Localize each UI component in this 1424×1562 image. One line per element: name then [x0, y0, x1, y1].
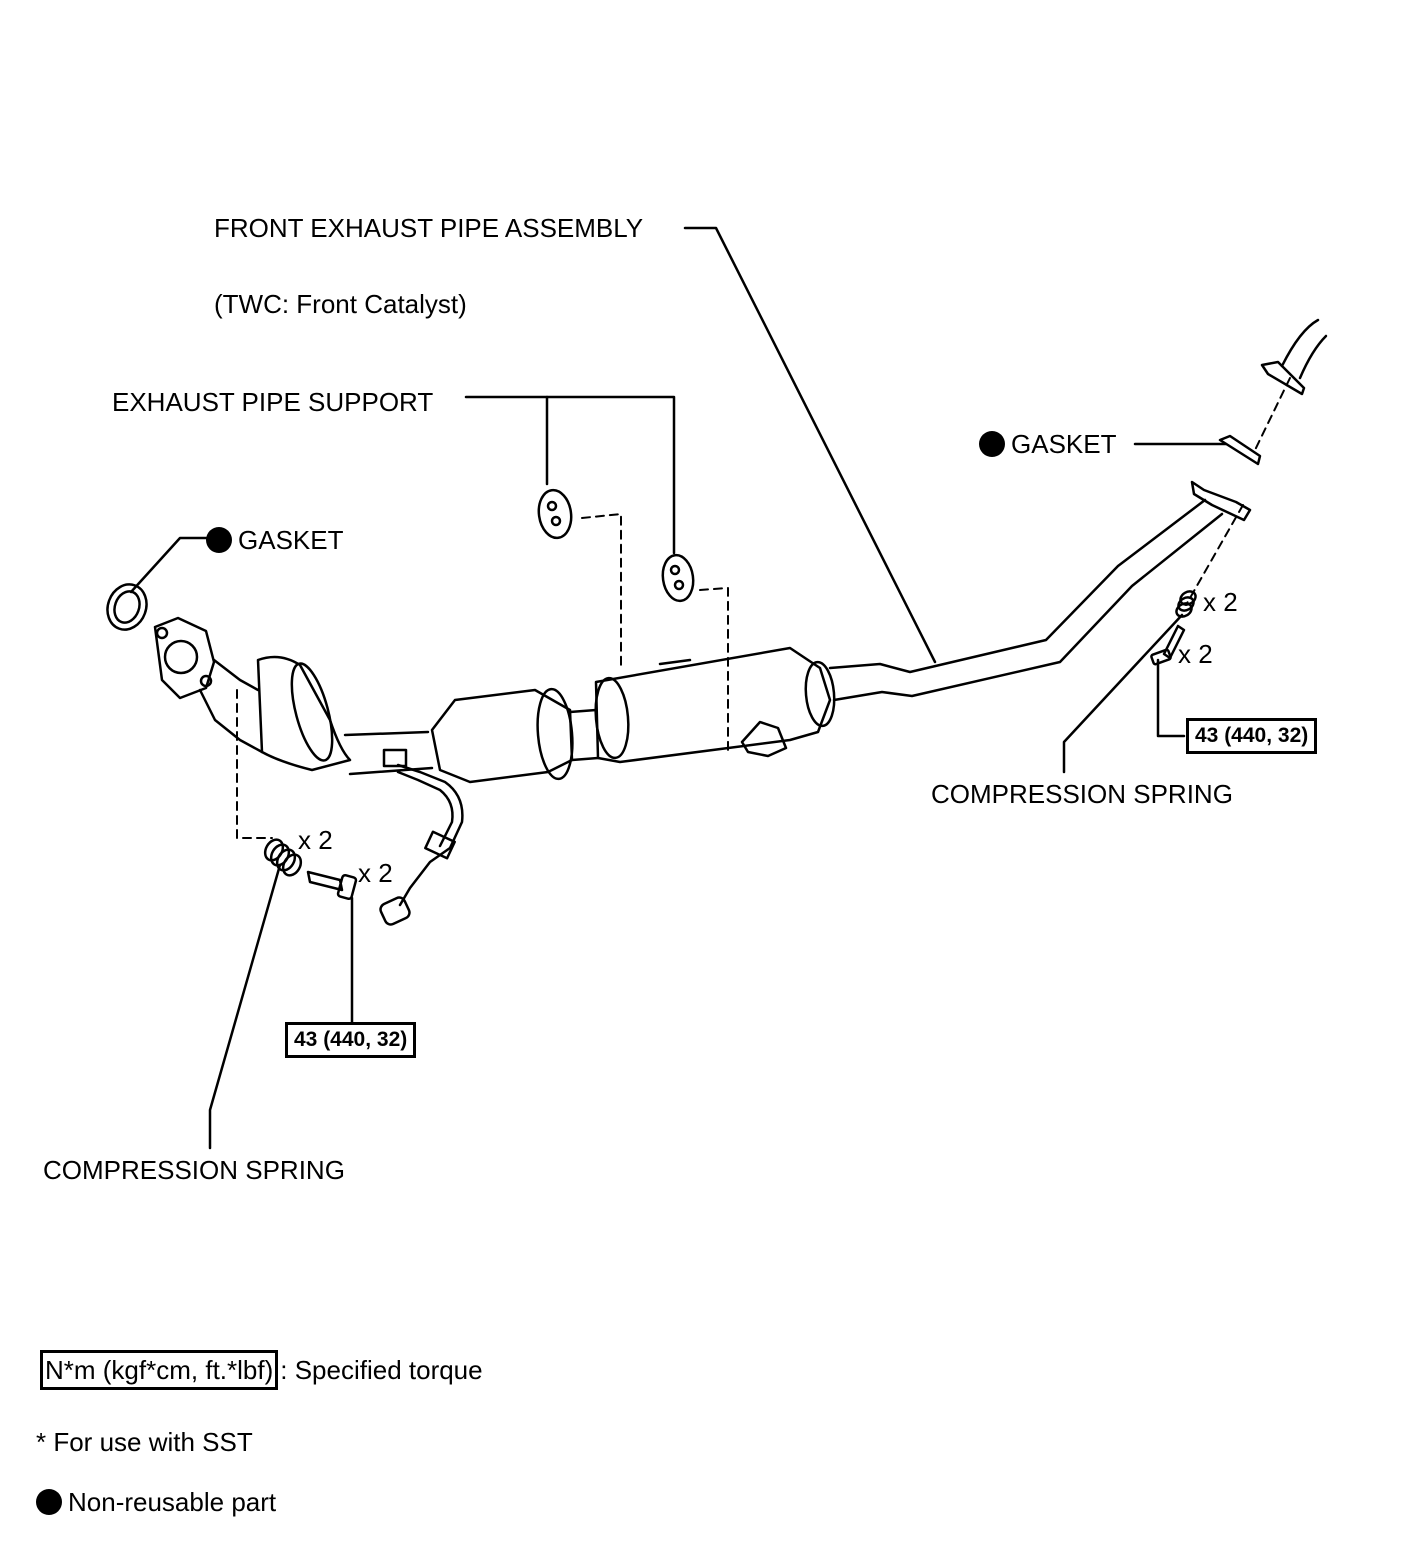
torque-spec-left: 43 (440, 32): [285, 1022, 417, 1058]
compression-spring-left-label: COMPRESSION SPRING: [43, 1155, 345, 1185]
front-exhaust-pipe-label: FRONT EXHAUST PIPE ASSEMBLY: [214, 213, 644, 243]
leader-lines: [129, 226, 1228, 1150]
compression-spring-left: [263, 838, 303, 877]
downstream-pipe: [1260, 318, 1328, 396]
legend-sst-note: * For use with SST: [36, 1427, 253, 1457]
non-reusable-marker-icon: [979, 431, 1005, 457]
gasket-front-label: GASKET: [206, 525, 343, 555]
gasket-rear-part: [1218, 434, 1262, 466]
gasket-rear-label: GASKET: [979, 429, 1116, 459]
compression-spring-right-label: COMPRESSION SPRING: [931, 779, 1233, 809]
gasket-front-text: GASKET: [238, 525, 344, 555]
qty-bolt-left: x 2: [358, 858, 393, 888]
exhaust-hanger-2: [661, 553, 695, 603]
legend-torque-unit: N*m (kgf*cm, ft.*lbf): [40, 1350, 279, 1390]
twc-note-label: (TWC: Front Catalyst): [214, 289, 467, 319]
qty-bolt-right: x 2: [1178, 639, 1213, 669]
bolt-left: [306, 870, 358, 901]
compression-spring-right: [1175, 590, 1197, 618]
non-reusable-marker-icon: [36, 1489, 62, 1515]
gasket-ring: [106, 583, 148, 631]
oxygen-sensor: [379, 763, 464, 926]
bolt-right: [1150, 624, 1186, 666]
legend-torque: N*m (kgf*cm, ft.*lbf): Specified torque: [40, 1350, 483, 1390]
legend-torque-desc: : Specified torque: [280, 1355, 483, 1385]
exhaust-pipe-support-label: EXHAUST PIPE SUPPORT: [112, 387, 434, 417]
exhaust-hanger-1: [537, 488, 573, 540]
qty-spring-left: x 2: [298, 825, 333, 855]
legend-non-reusable: Non-reusable part: [36, 1487, 276, 1517]
legend-non-reusable-text: Non-reusable part: [68, 1487, 277, 1517]
dashed-lines: [236, 377, 1291, 839]
qty-spring-right: x 2: [1203, 587, 1238, 617]
torque-spec-right: 43 (440, 32): [1186, 718, 1318, 754]
front-exhaust-pipe: [153, 480, 1252, 784]
gasket-rear-text: GASKET: [1011, 429, 1117, 459]
non-reusable-marker-icon: [206, 527, 232, 553]
